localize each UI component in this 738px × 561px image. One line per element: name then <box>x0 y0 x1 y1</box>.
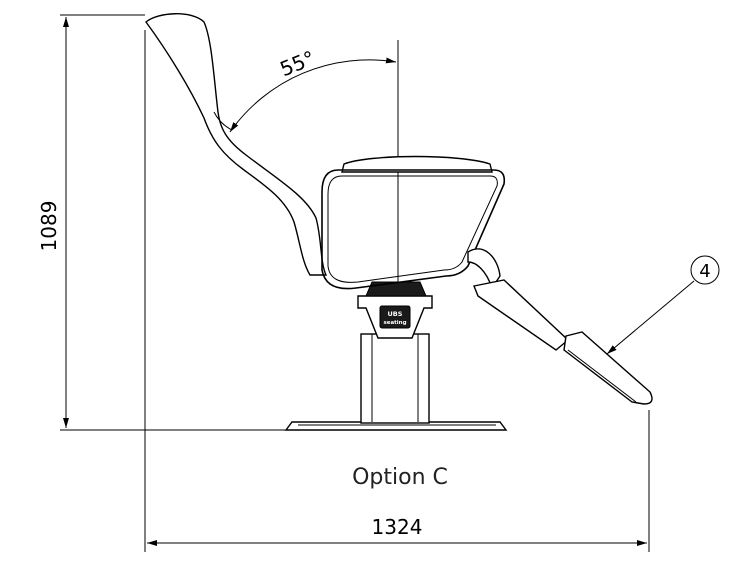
brand-plate <box>379 305 411 329</box>
seat-mechanism: UBS seating <box>357 281 433 339</box>
seat-side-panel <box>321 169 506 290</box>
callout-circle <box>690 255 720 285</box>
height-dimension: 1089 <box>37 14 290 431</box>
width-value: 1324 <box>372 515 423 539</box>
callout-leader <box>606 280 695 355</box>
pedestal-column <box>360 333 430 424</box>
angle-dimension: 55° <box>229 46 397 133</box>
option-caption: Option C <box>352 465 448 490</box>
brand-stamp-line1: UBS <box>388 310 403 318</box>
callout-4: 4 <box>606 255 720 355</box>
seat-cushion-top <box>341 155 493 173</box>
width-dimension: 1324 <box>144 30 650 552</box>
height-value: 1089 <box>37 201 61 252</box>
base-plate <box>284 421 508 431</box>
brand-stamp-line2: seating <box>383 320 406 326</box>
angle-value: 55° <box>276 46 318 82</box>
callout-number: 4 <box>699 261 710 282</box>
angle-arc <box>229 57 397 133</box>
leg-rest <box>467 248 653 405</box>
